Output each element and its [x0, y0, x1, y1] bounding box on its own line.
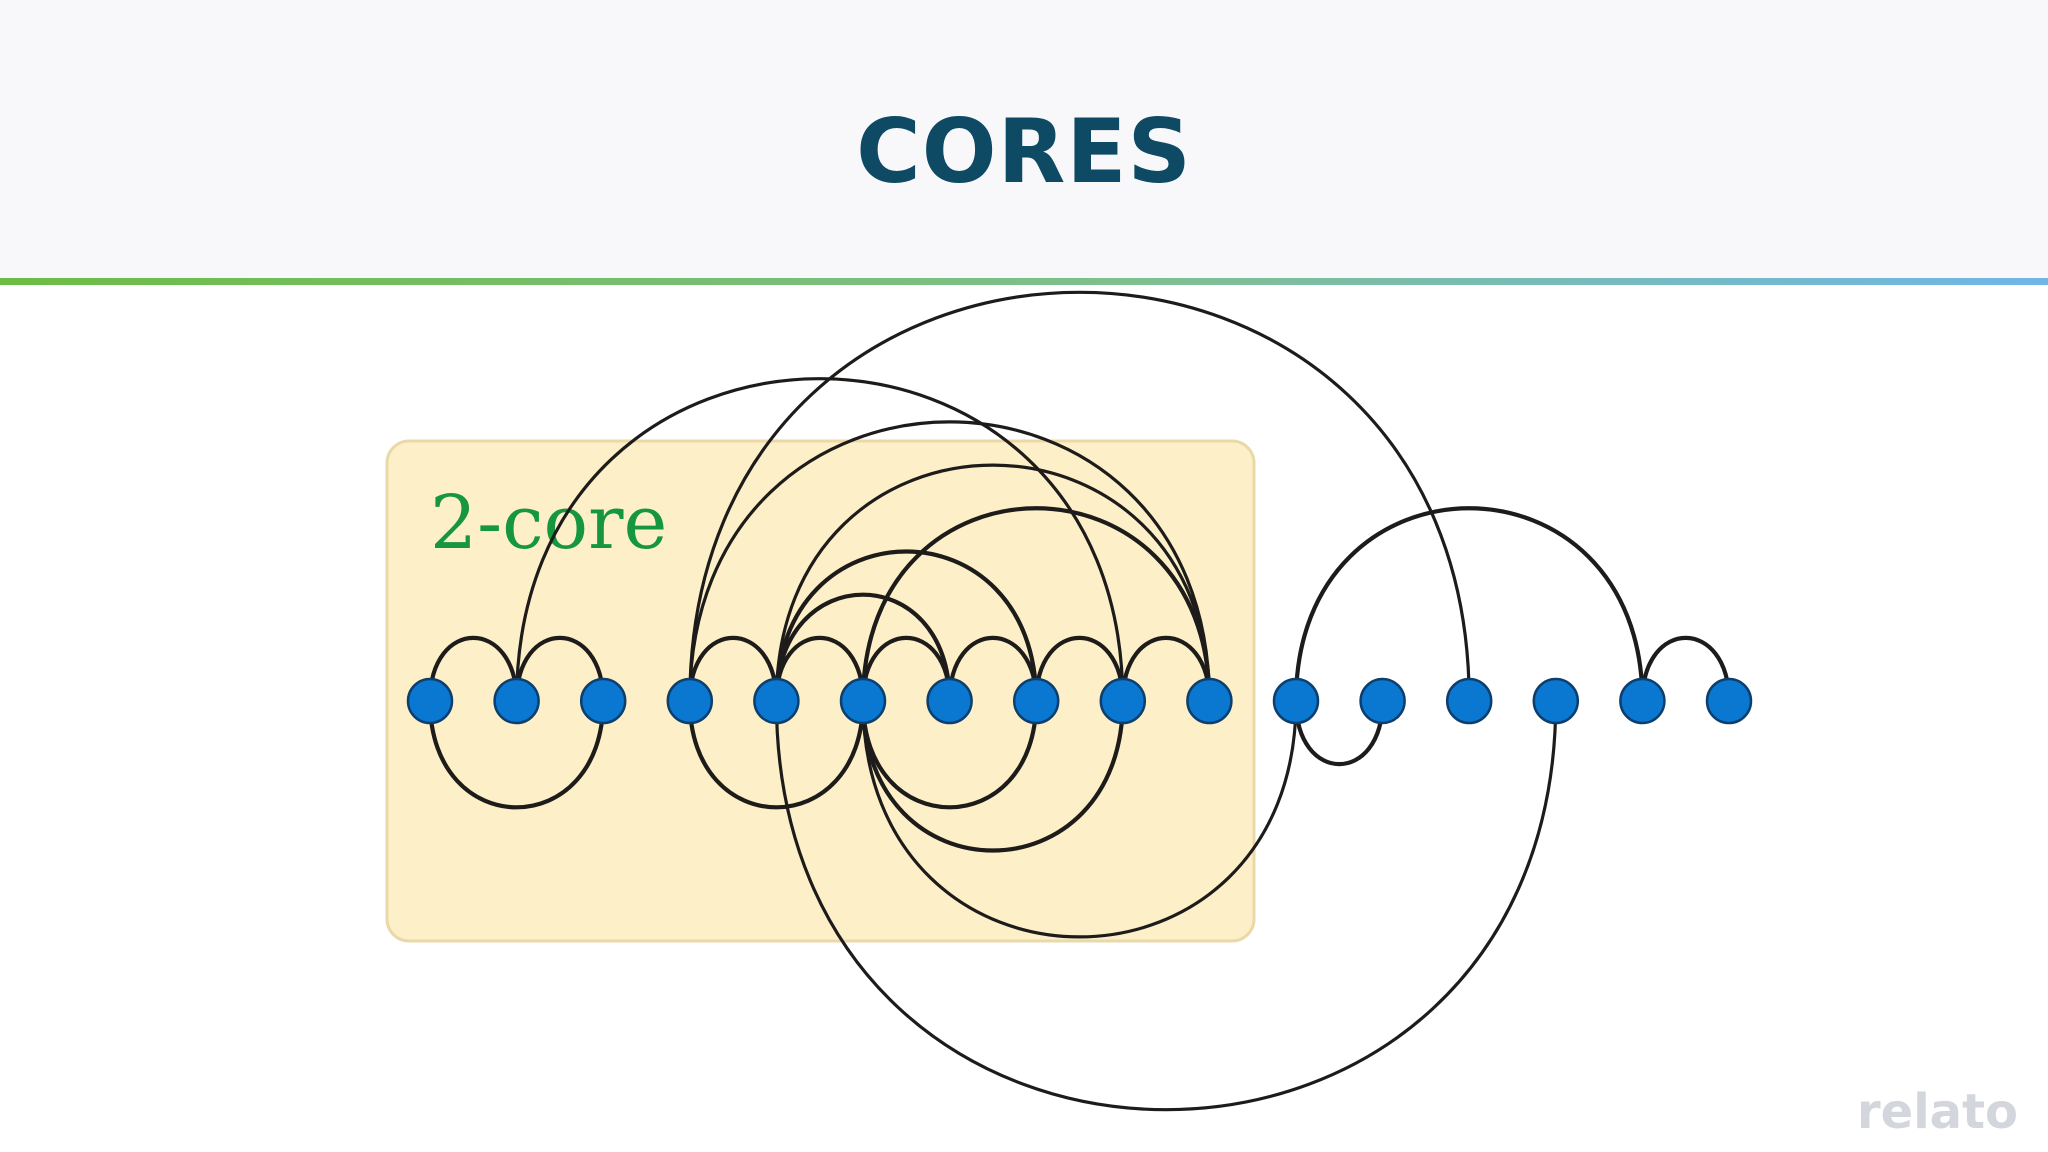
edge-10-14	[1293, 506, 1645, 704]
two-core-label: 2-core	[430, 480, 667, 566]
node-5	[839, 677, 887, 725]
node-13	[1532, 677, 1580, 725]
node-7	[1012, 677, 1060, 725]
edge-4-7	[774, 549, 1039, 704]
node-11	[1359, 677, 1406, 725]
edge-0-2	[427, 698, 606, 810]
edge-layer	[427, 290, 1732, 1112]
node-9	[1186, 677, 1233, 725]
brand-logo: relato	[1857, 1084, 2018, 1140]
edge-4-6	[774, 592, 952, 704]
edge-3-9	[688, 420, 1211, 703]
edge-1-8	[515, 377, 1125, 703]
node-6	[926, 677, 973, 725]
edge-0-1	[427, 635, 519, 704]
edge-5-10	[861, 699, 1298, 939]
node-10	[1272, 677, 1320, 725]
two-core-region	[385, 439, 1256, 943]
edge-7-8	[1034, 635, 1125, 704]
edge-10-11	[1293, 698, 1385, 767]
edge-1-2	[514, 635, 606, 704]
edge-3-5	[687, 698, 866, 810]
node-2	[579, 677, 627, 725]
node-15	[1705, 677, 1753, 725]
edge-4-9	[774, 463, 1211, 703]
edge-5-8	[860, 698, 1125, 853]
edge-14-15	[1640, 635, 1732, 704]
edge-3-12	[688, 290, 1471, 703]
edge-5-9	[860, 506, 1212, 704]
node-layer	[406, 677, 1753, 725]
edge-5-7	[860, 698, 1039, 810]
slide-title: CORES	[856, 100, 1192, 203]
edge-4-13	[774, 699, 1558, 1112]
node-0	[406, 677, 454, 725]
edge-8-9	[1120, 635, 1212, 704]
header-bar: CORES	[0, 0, 2048, 279]
node-1	[493, 677, 540, 725]
node-8	[1099, 677, 1147, 725]
node-4	[753, 677, 800, 725]
edge-3-4	[687, 635, 779, 704]
node-14	[1619, 677, 1666, 725]
node-3	[666, 677, 714, 725]
header-divider	[0, 278, 2048, 285]
node-12	[1445, 677, 1493, 725]
